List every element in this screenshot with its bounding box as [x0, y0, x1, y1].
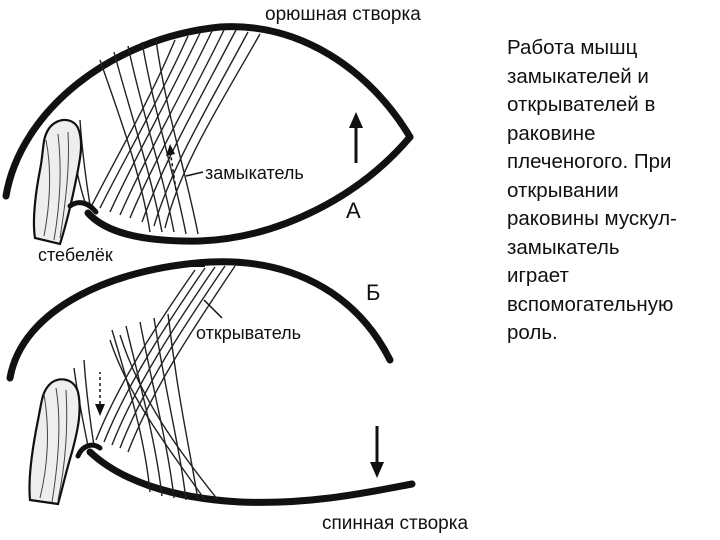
opener-muscle-fibers	[74, 266, 235, 500]
bottom-valve-label: спинная створка	[322, 513, 468, 535]
caption-line: Работа мышц	[507, 34, 717, 63]
brachiopod-shell-diagram	[0, 0, 500, 540]
open-down-arrow-head	[370, 462, 384, 478]
caption-line: плеченогого. При	[507, 148, 717, 177]
open-up-arrow-head	[349, 112, 363, 128]
bottom-valve-shell-a	[88, 137, 410, 241]
caption-line: вспомогательную	[507, 291, 717, 320]
opener-tension-arrowhead	[95, 404, 105, 416]
caption-line: раковины мускул-	[507, 205, 717, 234]
caption-line: открывании	[507, 177, 717, 206]
caption-line: роль.	[507, 319, 717, 348]
top-valve-label: орюшная створка	[265, 4, 421, 26]
caption-line: замыкателей и	[507, 63, 717, 92]
closer-muscle-fibers	[70, 30, 260, 234]
stalk-a	[34, 120, 81, 244]
closer-leader-line	[186, 172, 203, 176]
closer-muscle-label: замыкатель	[205, 163, 304, 184]
caption-line: замыкатель	[507, 234, 717, 263]
caption-text: Работа мышц замыкателей и открывателей в…	[507, 34, 717, 348]
caption-line: играет	[507, 262, 717, 291]
stalk-label: стебелёк	[38, 245, 113, 266]
opener-muscle-label: открыватель	[196, 323, 301, 344]
shell-open-panel-b	[10, 262, 412, 504]
caption-line: раковине	[507, 120, 717, 149]
bottom-valve-shell-b	[90, 452, 412, 502]
panel-b-label: Б	[366, 280, 380, 306]
panel-a-label: А	[346, 198, 361, 224]
caption-line: открывателей в	[507, 91, 717, 120]
